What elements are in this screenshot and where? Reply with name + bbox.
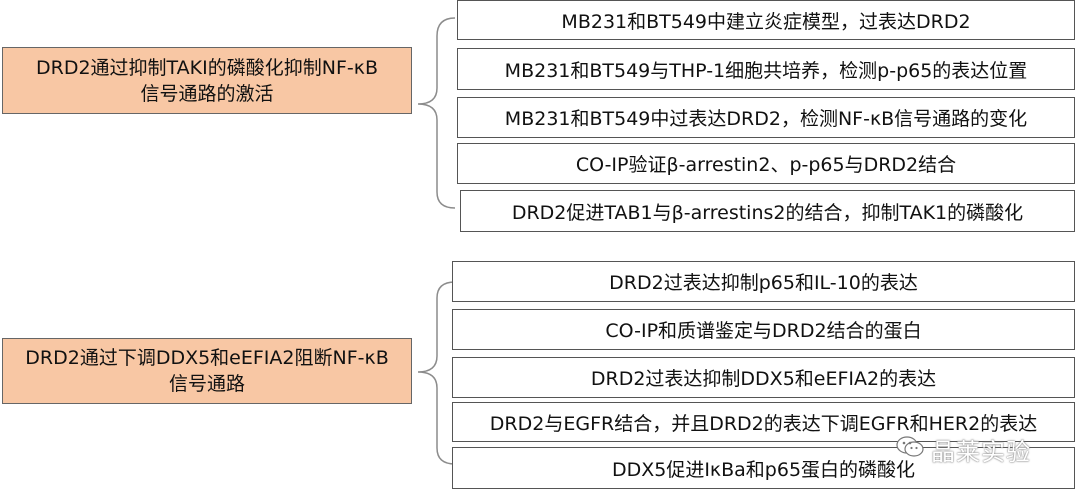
main-text-line1: DRD2通过下调DDX5和eEFIA2阻断NF-κB xyxy=(25,347,389,369)
step-text: MB231和BT549中建立炎症模型，过表达DRD2 xyxy=(561,10,971,33)
main-text-line1: DRD2通过抑制TAKI的磷酸化抑制NF-κB xyxy=(36,56,378,79)
step-box-2-3: DRD2过表达抑制DDX5和eEFIA2的表达 xyxy=(452,357,1075,398)
step-box-2-1: DRD2过表达抑制p65和IL-10的表达 xyxy=(452,261,1075,302)
step-text: CO-IP和质谱鉴定与DRD2结合的蛋白 xyxy=(605,320,922,342)
step-text: CO-IP验证β-arrestin2、p-p65与DRD2结合 xyxy=(575,154,957,176)
step-box-1-5: DRD2促进TAB1与β-arrestins2的结合，抑制TAK1的磷酸化 xyxy=(460,190,1075,232)
step-box-2-5: DDX5促进IκBa和p65蛋白的磷酸化 xyxy=(452,447,1075,489)
watermark-text: 晶莱实验 xyxy=(931,438,1031,466)
main-box-group-1: DRD2通过抑制TAKI的磷酸化抑制NF-κB 信号通路的激活 xyxy=(2,47,412,114)
step-box-1-3: MB231和BT549中过表达DRD2，检测NF-κB信号通路的变化 xyxy=(457,97,1075,138)
step-box-1-1: MB231和BT549中建立炎症模型，过表达DRD2 xyxy=(457,0,1075,40)
step-text: MB231和BT549与THP-1细胞共培养，检测p-p65的表达位置 xyxy=(504,59,1028,82)
main-text-line2: 信号通路 xyxy=(168,373,245,395)
step-box-1-4: CO-IP验证β-arrestin2、p-p65与DRD2结合 xyxy=(457,143,1075,184)
step-text: DRD2过表达抑制DDX5和eEFIA2的表达 xyxy=(590,368,937,390)
wechat-icon xyxy=(895,434,925,466)
step-text: DDX5促进IκBa和p65蛋白的磷酸化 xyxy=(611,458,916,481)
step-text: MB231和BT549中过表达DRD2，检测NF-κB信号通路的变化 xyxy=(504,108,1028,130)
step-text: DRD2与EGFR结合，并且DRD2的表达下调EGFR和HER2的表达 xyxy=(489,412,1038,435)
watermark: 晶莱实验 xyxy=(895,432,1031,467)
step-box-2-4: DRD2与EGFR结合，并且DRD2的表达下调EGFR和HER2的表达 xyxy=(452,402,1075,442)
step-box-1-2: MB231和BT549与THP-1细胞共培养，检测p-p65的表达位置 xyxy=(457,48,1075,90)
bracket-group-2 xyxy=(417,281,456,465)
step-box-2-2: CO-IP和质谱鉴定与DRD2结合的蛋白 xyxy=(452,309,1075,350)
main-text-line2: 信号通路的激活 xyxy=(140,82,274,105)
main-box-group-2: DRD2通过下调DDX5和eEFIA2阻断NF-κB 信号通路 xyxy=(2,338,412,404)
step-text: DRD2过表达抑制p65和IL-10的表达 xyxy=(609,272,918,294)
step-text: DRD2促进TAB1与β-arrestins2的结合，抑制TAK1的磷酸化 xyxy=(511,201,1024,224)
bracket-group-1 xyxy=(417,17,456,209)
